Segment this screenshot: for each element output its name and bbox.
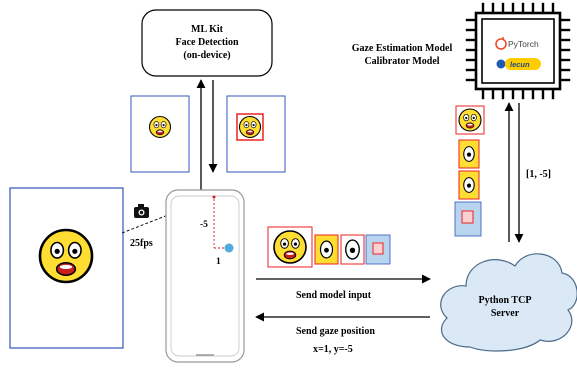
- camera-icon: [134, 204, 149, 218]
- mlkit-subtitle: Face Detection: [175, 37, 238, 48]
- x-offset-label: 1: [216, 257, 221, 267]
- send-input-label: Send model input: [296, 290, 372, 301]
- lecun-text: lecun: [510, 60, 530, 69]
- pytorch-text: PyTorch: [508, 39, 539, 49]
- model-title: Gaze Estimation Model: [352, 43, 453, 54]
- front-camera-dot: [212, 195, 216, 199]
- lecun-logo: lecun: [496, 58, 541, 70]
- crops-to-model: [454, 105, 485, 237]
- chip-output-label: [1, -5]: [526, 169, 551, 180]
- server-subtitle: Server: [491, 308, 520, 319]
- y-offset-label: -5: [200, 220, 208, 230]
- model-subtitle: Calibrator Model: [364, 56, 439, 67]
- phone-device: -5 1: [165, 189, 245, 363]
- mlkit-ondevice: (on-device): [183, 50, 230, 61]
- model-input-crops: [267, 226, 391, 268]
- gaze-value-label: x=1, y=-5: [313, 344, 353, 355]
- mlkit-title: ML Kit: [191, 24, 224, 35]
- fps-label: 25fps: [130, 238, 153, 249]
- input-frame: [130, 95, 190, 173]
- tcp-server-cloud: Python TCP Server: [440, 253, 577, 352]
- send-gaze-label: Send gaze position: [296, 326, 375, 337]
- detected-frame: [226, 95, 286, 173]
- user-face-frame: [9, 187, 124, 349]
- server-title: Python TCP: [479, 295, 532, 306]
- model-chip: PyTorch lecun: [465, 2, 571, 100]
- gaze-point: [224, 243, 234, 253]
- pytorch-logo: PyTorch: [495, 37, 539, 50]
- mlkit-box: ML Kit Face Detection (on-device): [141, 9, 273, 77]
